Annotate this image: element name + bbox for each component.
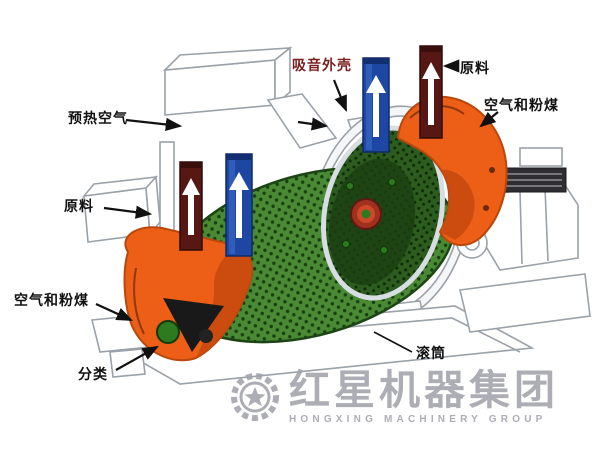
ball-dot-4: [388, 178, 396, 186]
annotation-arrows: [95, 59, 499, 371]
classification-arrow: [115, 345, 159, 371]
drive-base: [459, 273, 591, 333]
sound-shell-arrow-right: [297, 117, 329, 131]
support-mast: [159, 141, 175, 237]
motor-grille: [501, 167, 567, 193]
label-air-coal-right: 空气和粉煤: [484, 97, 559, 113]
ball-dot-3: [346, 182, 354, 190]
raw-material-left-arrow: [103, 205, 153, 219]
classifier-hub: [199, 329, 213, 343]
left-orange-housing: [123, 226, 254, 362]
air-pipe-right: [362, 57, 390, 153]
air-coal-right-arrow: [479, 111, 499, 128]
inlet-duct: [266, 93, 338, 149]
sound-shell-arrow-down: [332, 79, 348, 113]
raw-material-pipe-left: [179, 161, 203, 251]
label-raw-material-left: 原料: [64, 198, 94, 214]
motor-top-box: [519, 147, 563, 167]
label-air-coal-left: 空气和粉煤: [14, 292, 89, 308]
classifier-wheel: [156, 320, 180, 344]
label-drum: 滚筒: [416, 345, 446, 361]
label-raw-material-right: 原料: [460, 60, 490, 76]
air-coal-left-arrow: [95, 302, 134, 322]
gearbox-line-2: [544, 187, 549, 262]
preheat-air-arrow: [125, 117, 183, 131]
pipes: [179, 45, 443, 257]
feed-hopper-side: [274, 46, 291, 107]
ball-dot-1: [342, 240, 350, 248]
label-sound-shell: 吸音外壳: [292, 57, 352, 73]
air-pipe-left: [225, 153, 253, 257]
classifier-cone: [163, 298, 224, 352]
ball-dot-2: [380, 246, 388, 254]
drum-leader-line: [373, 331, 413, 353]
raw-material-pipe-right: [419, 45, 443, 139]
label-classification: 分类: [78, 366, 108, 382]
gearbox-line-1: [519, 190, 523, 265]
label-preheat-air: 预热空气: [68, 110, 128, 126]
grinding-detail-core: [361, 209, 371, 219]
